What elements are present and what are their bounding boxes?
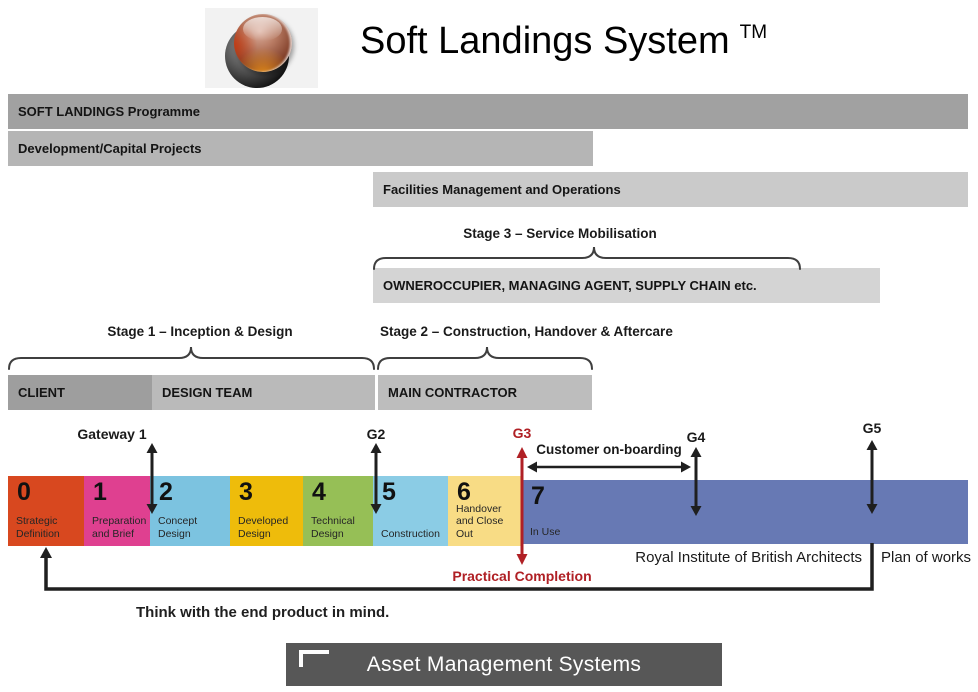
segment-label: In Use: [530, 525, 561, 538]
stage2-label: Stage 2 – Construction, Handover & After…: [380, 324, 673, 339]
segment-label: Handover and Close Out: [456, 502, 504, 540]
stage3-label: Stage 3 – Service Mobilisation: [463, 226, 657, 241]
page-title-text: Soft Landings System: [360, 20, 730, 62]
band-design-team: DESIGN TEAM: [152, 375, 375, 410]
segment-label: Preparation and Brief: [92, 515, 147, 540]
band-client: CLIENT: [8, 375, 152, 410]
segment-number: 1: [93, 478, 107, 506]
customer-onboarding-label: Customer on-boarding: [536, 442, 682, 457]
segment-number: 5: [382, 478, 396, 506]
segment-number: 7: [531, 482, 545, 510]
timeline-segment-4: 4 Technical Design: [303, 476, 373, 546]
timeline-segment-1: 1 Preparation and Brief: [84, 476, 150, 546]
timeline-segment-0: 0 Strategic Definition: [8, 476, 84, 546]
timeline-segment-6: 6 Handover and Close Out: [448, 476, 522, 546]
band-facilities-management: Facilities Management and Operations: [373, 172, 968, 207]
stage3-brace: [373, 246, 801, 270]
segment-label: Technical Design: [311, 515, 355, 540]
segment-number: 6: [457, 478, 471, 506]
page-title: Soft Landings System TM: [360, 20, 767, 63]
segment-label: Developed Design: [238, 515, 289, 540]
riba-caption: Royal Institute of British Architects: [635, 549, 862, 566]
soft-landings-logo: [205, 8, 318, 88]
stage2-brace: [377, 346, 593, 370]
gateway2-label: G2: [366, 426, 386, 442]
stage1-brace: [8, 346, 375, 370]
band-main-contractor: MAIN CONTRACTOR: [378, 375, 592, 410]
asset-management-box: Asset Management Systems: [286, 643, 722, 686]
asset-management-label: Asset Management Systems: [366, 652, 642, 676]
stage1-label: Stage 1 – Inception & Design: [107, 324, 293, 339]
segment-label: Construction: [381, 527, 440, 540]
segment-label: Concept Design: [158, 515, 198, 540]
plan-of-works-caption: Plan of works: [881, 549, 972, 566]
gateway5-label: G5: [862, 420, 882, 436]
segment-number: 3: [239, 478, 253, 506]
customer-onboarding-arrow: [527, 461, 691, 473]
segment-number: 0: [17, 478, 31, 506]
corner-bracket-icon: [299, 650, 329, 667]
timeline-segment-3: 3 Developed Design: [230, 476, 303, 546]
band-soft-landings-programme: SOFT LANDINGS Programme: [8, 94, 968, 129]
timeline-segment-7: 7 In Use: [522, 480, 968, 544]
band-owner-occupier: OWNEROCCUPIER, MANAGING AGENT, SUPPLY CH…: [373, 268, 880, 303]
gateway3-label: G3: [512, 425, 532, 441]
practical-completion-label: Practical Completion: [452, 568, 592, 584]
band-development-capital-projects: Development/Capital Projects: [8, 131, 593, 166]
logo-button-icon: [234, 14, 292, 72]
segment-number: 2: [159, 478, 173, 506]
timeline-segment-2: 2 Concept Design: [150, 476, 230, 546]
think-end-product-label: Think with the end product in mind.: [136, 604, 390, 621]
trademark-symbol: TM: [739, 22, 768, 43]
gateway1-label: Gateway 1: [77, 426, 147, 442]
gateway4-label: G4: [686, 429, 706, 445]
timeline-segment-5: 5 Construction: [373, 476, 448, 546]
riba-timeline: 0 Strategic Definition 1 Preparation and…: [8, 476, 968, 546]
segment-number: 4: [312, 478, 326, 506]
segment-label: Strategic Definition: [16, 515, 60, 540]
